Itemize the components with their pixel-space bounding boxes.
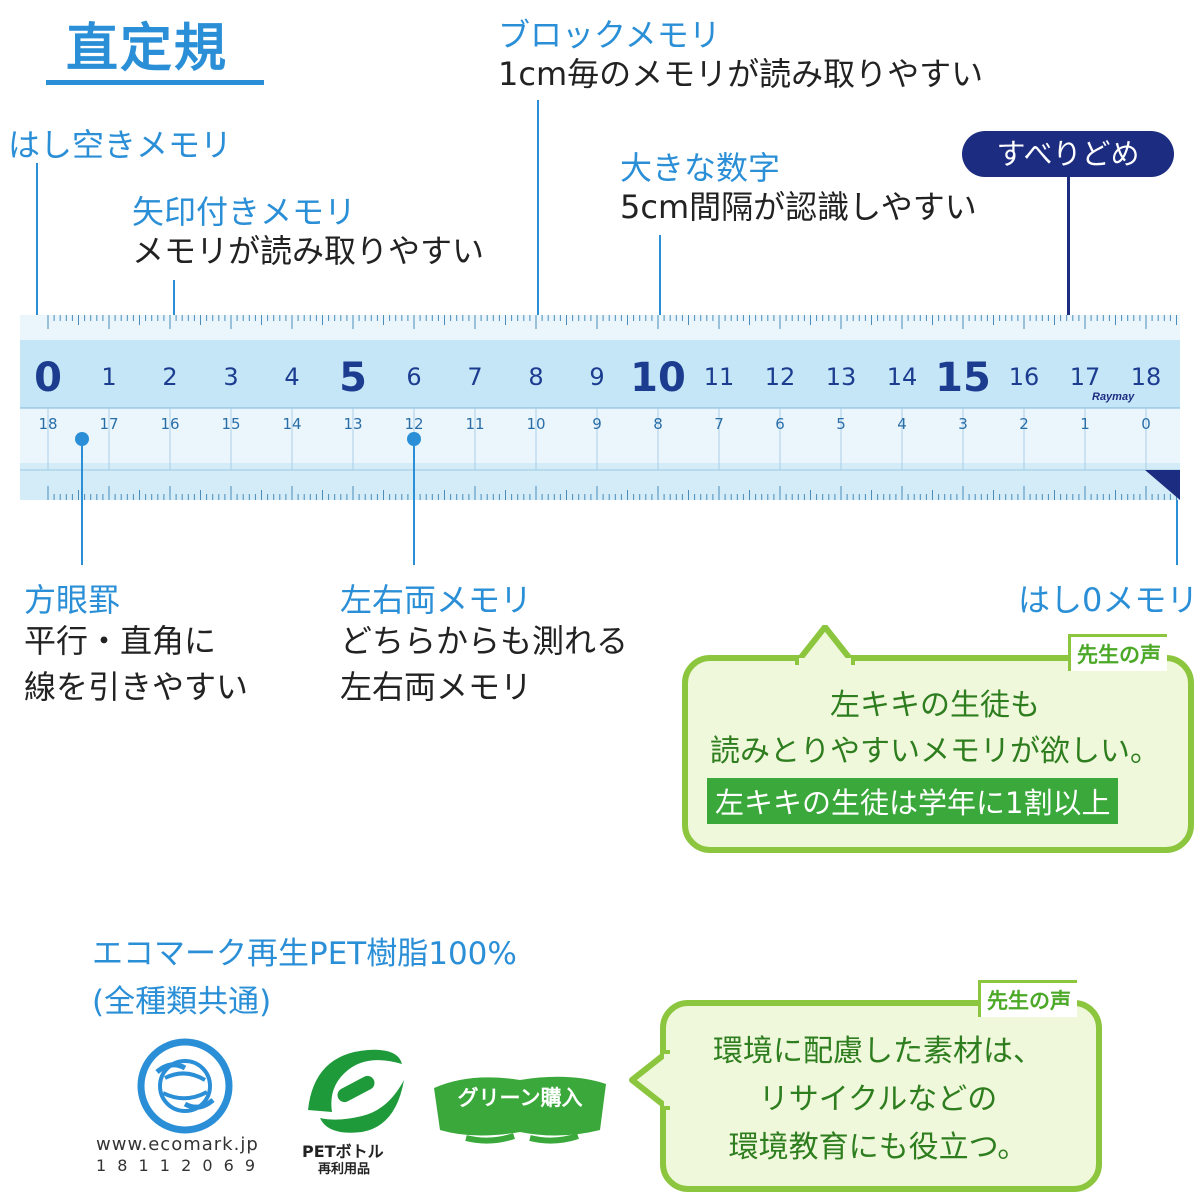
label-hougan-title: 方眼罫 <box>24 581 121 619</box>
ruler-bottom-number: 5 <box>836 415 846 433</box>
ruler-top-number: 2 <box>162 363 177 391</box>
ruler-bottom-number: 10 <box>526 415 545 433</box>
ruler-top-number: 8 <box>528 363 543 391</box>
label-yajirushi-desc: メモリが読み取りやすい <box>132 232 485 270</box>
label-sayuu-title: 左右両メモリ <box>340 581 533 619</box>
ruler-top-number: 4 <box>284 363 299 391</box>
bubble-1-pointer <box>795 625 855 665</box>
label-sayuu-desc1: どちらからも測れる <box>340 622 629 660</box>
bubble-1-line2: 読みとりやすいメモリが欲しい。 <box>710 734 1160 769</box>
pointer-line-hashi0 <box>1176 500 1178 565</box>
pointer-dot-hougan <box>75 432 89 446</box>
eco-line2: (全種類共通) <box>92 984 272 1020</box>
ruler-bottom-number: 9 <box>592 415 602 433</box>
ruler-top-number: 3 <box>223 363 238 391</box>
ruler-top-number: 14 <box>887 363 918 391</box>
label-ookina-desc: 5cm間隔が認識しやすい <box>620 188 977 226</box>
ruler-bottom-band <box>20 463 1180 500</box>
teacher-voice-tag-2: 先生の声 <box>978 980 1077 1017</box>
ruler-bottom-number: 0 <box>1141 415 1151 433</box>
label-hashi-aki: はし空きメモリ <box>8 126 233 164</box>
ecomark-url: www.ecomark.jp <box>96 1134 259 1155</box>
green-purchase-logo <box>434 1076 606 1144</box>
suberi-badge: すべりどめ <box>962 131 1174 177</box>
ruler-ticks <box>47 315 1177 500</box>
ruler-top-number: 1 <box>101 363 116 391</box>
page-title: 直定規 <box>66 19 229 79</box>
label-hougan-desc2: 線を引きやすい <box>24 668 249 706</box>
pointer-line-sayuu <box>413 440 415 565</box>
ruler-bottom-number: 13 <box>343 415 362 433</box>
ruler-bottom-number: 16 <box>160 415 179 433</box>
ruler-top-number: 5 <box>339 355 367 401</box>
ecomark-logo <box>137 1038 233 1134</box>
ruler-bottom-number: 6 <box>775 415 785 433</box>
label-yajirushi-title: 矢印付きメモリ <box>132 193 357 231</box>
ruler-top-number: 18 <box>1131 363 1162 391</box>
ruler-top-number: 17 <box>1070 363 1101 391</box>
pet-label: PETボトル <box>302 1142 384 1161</box>
ruler-bottom-number: 11 <box>465 415 484 433</box>
ruler-bottom-number: 2 <box>1019 415 1029 433</box>
ruler-bottom-number: 4 <box>897 415 907 433</box>
bubble-2-line1: 環境に配慮した素材は、 <box>713 1034 1043 1069</box>
bubble-2-line3: 環境教育にも役立つ。 <box>728 1130 1028 1165</box>
pointer-line-block <box>537 100 539 315</box>
label-ookina-title: 大きな数字 <box>620 149 781 187</box>
pet-sub: 再利用品 <box>318 1162 371 1177</box>
ruler-top-number: 7 <box>467 363 482 391</box>
ruler-top-number: 11 <box>704 363 735 391</box>
label-sayuu-desc2: 左右両メモリ <box>340 668 533 706</box>
ruler-top-number: 10 <box>630 355 686 401</box>
label-hougan-desc1: 平行・直角に <box>24 622 217 660</box>
pet-bottle-logo <box>308 1049 404 1133</box>
ruler-corner-mark <box>1145 470 1180 500</box>
ruler-bottom-number: 1 <box>1080 415 1090 433</box>
title-underline <box>46 80 264 85</box>
bubble-1-line1: 左キキの生徒も <box>830 688 1040 723</box>
ruler-bottom-number: 14 <box>282 415 301 433</box>
teacher-voice-tag-1: 先生の声 <box>1068 634 1167 671</box>
bubble-2-pointer <box>629 1050 670 1110</box>
label-hashi0: はし0メモリ <box>1018 581 1199 619</box>
ruler-bottom-number: 18 <box>38 415 57 433</box>
pointer-line-hougan <box>81 440 83 565</box>
ruler-bottom-number: 12 <box>404 415 423 433</box>
ruler-top-number: 9 <box>589 363 604 391</box>
pointer-dot-sayuu <box>407 432 421 446</box>
ruler-bottom-number: 8 <box>653 415 663 433</box>
ruler-top-number: 12 <box>765 363 796 391</box>
ruler-brand: Raymay <box>1092 391 1135 403</box>
ruler-bottom-number: 15 <box>221 415 240 433</box>
pointer-line-ookina <box>659 235 661 315</box>
speech-bubble-teacher-2 <box>660 1000 1102 1192</box>
pointer-line-suberi <box>1067 177 1070 347</box>
pointer-line-hashi-aki <box>36 163 38 315</box>
ruler-bottom-number: 17 <box>99 415 118 433</box>
label-block-title: ブロックメモリ <box>498 16 721 54</box>
ruler-top-number: 0 <box>34 355 62 401</box>
ecomark-number: 1 8 1 1 2 0 6 9 <box>96 1156 259 1175</box>
ruler-top-number: 6 <box>406 363 421 391</box>
ruler-top-number: 13 <box>826 363 857 391</box>
eco-line1: エコマーク再生PET樹脂100% <box>92 936 517 972</box>
ruler-top-number: 16 <box>1009 363 1040 391</box>
green-purchase-label: グリーン購入 <box>457 1086 583 1110</box>
label-block-desc: 1cm毎のメモリが読み取りやすい <box>498 55 984 93</box>
bubble-2-line2: リサイクルなどの <box>758 1082 998 1117</box>
ruler-bottom-number: 7 <box>714 415 724 433</box>
bubble-1-highlight: 左キキの生徒は学年に1割以上 <box>707 778 1119 824</box>
ruler-top-number: 15 <box>935 355 991 401</box>
pointer-line-yajirushi <box>173 280 175 315</box>
ruler-bottom-number: 3 <box>958 415 968 433</box>
ruler-top-band <box>20 340 1180 408</box>
